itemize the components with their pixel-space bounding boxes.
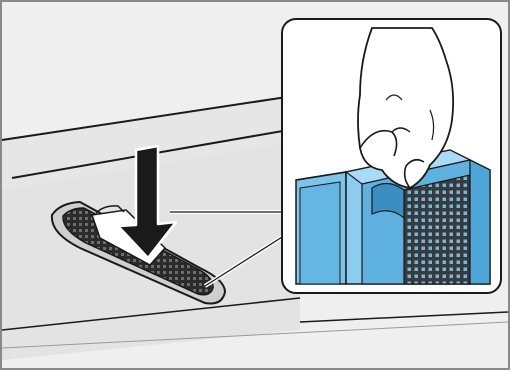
detail-inset	[282, 19, 501, 293]
